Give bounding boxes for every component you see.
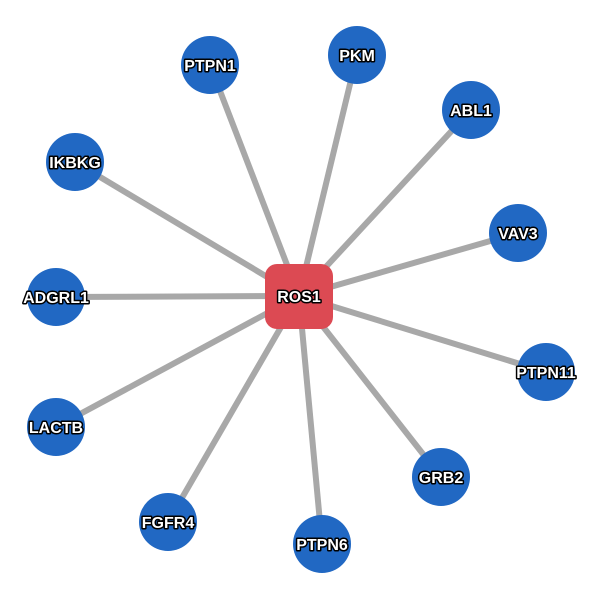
node-ikbkg-label: IKBKG [49,155,101,172]
node-vav3[interactable]: VAV3 [489,204,547,262]
node-ptpn6-shape[interactable] [293,515,351,573]
node-ptpn6-label: PTPN6 [296,537,348,554]
hub-node[interactable]: ROS1 [265,264,333,329]
edge-ros1-ikbkg [73,159,301,299]
node-lactb[interactable]: LACTB [27,398,85,456]
edge-ros1-adgrl1 [55,293,300,300]
node-fgfr4-label: FGFR4 [142,515,195,532]
edge-ros1-abl1 [296,107,474,299]
edge-layer [54,54,547,545]
node-ptpn1-label: PTPN1 [184,58,236,75]
edge-ros1-ptpn1 [207,63,302,298]
node-ptpn11-shape[interactable] [517,343,575,401]
node-fgfr4[interactable]: FGFR4 [139,493,197,551]
node-ptpn1[interactable]: PTPN1 [181,36,239,94]
node-ptpn11-label: PTPN11 [516,365,576,382]
edge-ros1-lactb [54,293,301,430]
node-fgfr4-shape[interactable] [139,493,197,551]
node-lactb-label: LACTB [29,420,83,437]
hub-node-shape[interactable] [265,264,333,329]
node-grb2-shape[interactable] [412,448,470,506]
edge-ros1-pkm [296,54,360,297]
node-grb2[interactable]: GRB2 [412,448,470,506]
node-pkm[interactable]: PKM [328,26,386,84]
node-ikbkg-shape[interactable] [46,133,104,191]
node-adgrl1-shape[interactable] [27,268,85,326]
node-ptpn6[interactable]: PTPN6 [293,515,351,573]
node-vav3-shape[interactable] [489,204,547,262]
node-pkm-label: PKM [339,48,375,65]
node-ptpn1-shape[interactable] [181,36,239,94]
node-pkm-shape[interactable] [328,26,386,84]
node-adgrl1-label: ADGRL1 [23,290,89,307]
node-lactb-shape[interactable] [27,398,85,456]
edge-ros1-vav3 [298,230,519,299]
edge-ros1-ptpn11 [298,293,547,375]
edge-ros1-fgfr4 [165,294,302,524]
edge-ros1-ptpn6 [296,295,325,545]
node-ptpn11[interactable]: PTPN11 [515,343,577,401]
node-vav3-label: VAV3 [498,226,538,243]
node-grb2-label: GRB2 [419,470,464,487]
node-abl1-label: ABL1 [450,103,492,120]
node-ikbkg[interactable]: IKBKG [46,133,104,191]
hub-node-label: ROS1 [277,289,321,306]
node-adgrl1[interactable]: ADGRL1 [22,268,90,326]
node-abl1-shape[interactable] [442,81,500,139]
node-abl1[interactable]: ABL1 [442,81,500,139]
